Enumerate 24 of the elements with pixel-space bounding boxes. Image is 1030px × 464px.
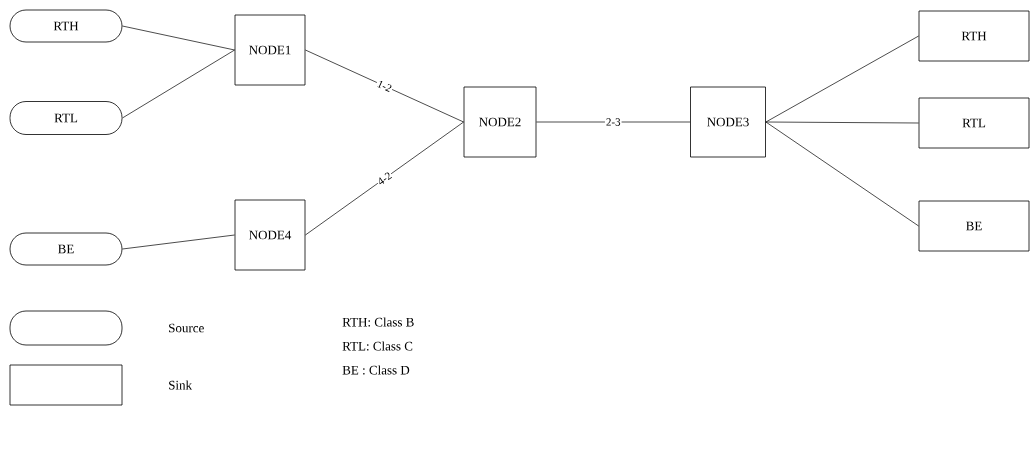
- connector-line: [122, 25, 235, 51]
- connector-line: [765, 121, 919, 227]
- node-box: NODE1: [234, 14, 306, 86]
- connector-line: [765, 121, 919, 124]
- connector-line: [765, 35, 919, 123]
- connector-line: [305, 49, 464, 123]
- connector-line: [536, 121, 691, 123]
- class-note: RTH: Class B: [342, 317, 414, 327]
- sink-box: RTH: [918, 10, 1030, 62]
- connector-line: [122, 234, 235, 250]
- node-box: NODE2: [463, 86, 537, 158]
- edge-label: 2-3: [604, 117, 622, 127]
- edge-label: 1-2: [375, 78, 394, 94]
- legend-entry: Source: [9, 310, 204, 346]
- legend-entry: Sink: [9, 364, 193, 406]
- edge-label: 4-2: [375, 169, 394, 188]
- node-box: NODE4: [234, 199, 306, 271]
- class-note: RTL: Class C: [342, 341, 413, 351]
- connector-line: [122, 49, 235, 119]
- class-note: BE : Class D: [342, 365, 410, 375]
- sink-box: RTL: [918, 97, 1030, 149]
- sink-box: BE: [918, 200, 1030, 252]
- node-box: NODE3: [690, 86, 766, 158]
- connector-line: [305, 121, 464, 236]
